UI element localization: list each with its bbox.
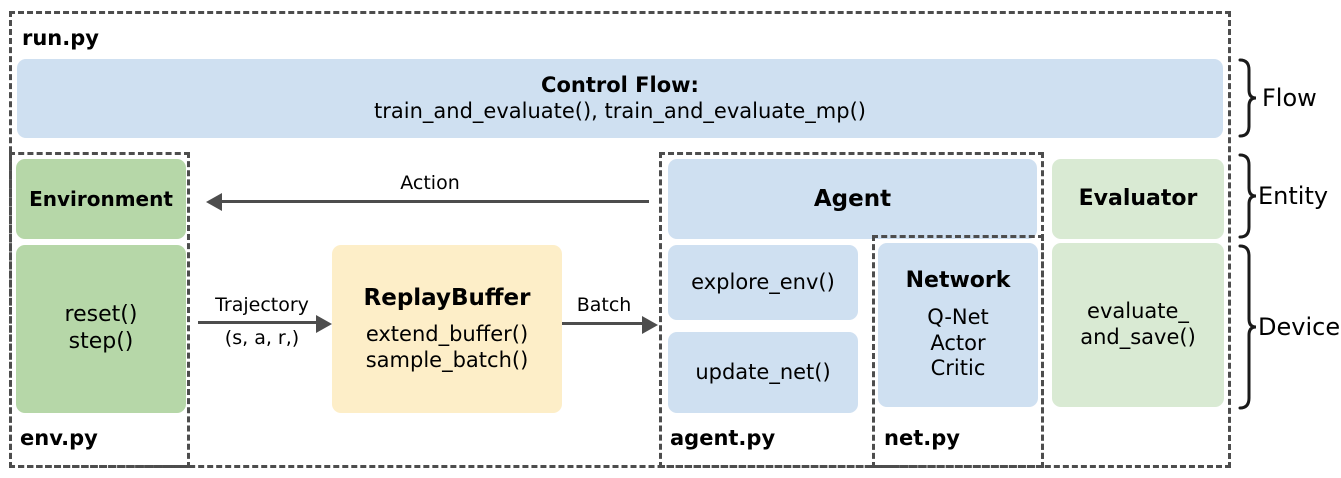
action-arrow-head: [206, 193, 222, 211]
network-box: Network Q-Net Actor Critic: [878, 243, 1038, 407]
network-item-q-net: Q-Net: [927, 305, 989, 329]
batch-arrow-line: [562, 322, 642, 325]
agent-update-net-label: update_net(): [695, 359, 831, 384]
replay-buffer-sample: sample_batch(): [365, 348, 529, 373]
agent-box: Agent: [668, 159, 1037, 239]
control-flow-title: Control Flow:: [541, 72, 699, 97]
arrow-label-trajectory: Trajectory: [215, 294, 309, 316]
group-run-py-label: run.py: [22, 26, 99, 50]
agent-update-net-box: update_net(): [668, 332, 858, 413]
arrow-label-trajectory-tuple: (s, a, r,): [224, 327, 300, 349]
brace-entity-label: Entity: [1258, 182, 1329, 210]
environment-step: step(): [68, 329, 134, 354]
agent-explore-env-label: explore_env(): [691, 269, 835, 294]
brace-flow: [1236, 57, 1258, 139]
group-env-py-label: env.py: [20, 426, 98, 450]
evaluator-methods-box: evaluate_ and_save(): [1052, 243, 1224, 407]
environment-methods-box: reset() step(): [16, 245, 186, 413]
control-flow-methods: train_and_evaluate(), train_and_evaluate…: [374, 98, 866, 123]
agent-title: Agent: [813, 185, 892, 212]
environment-box: Environment: [16, 159, 186, 239]
evaluator-box: Evaluator: [1052, 159, 1224, 239]
replay-buffer-title: ReplayBuffer: [363, 285, 531, 312]
trajectory-arrow-line: [198, 321, 316, 324]
group-net-py-label: net.py: [884, 426, 960, 450]
trajectory-arrow-head: [316, 315, 332, 333]
group-env-py: [9, 152, 190, 468]
brace-flow-label: Flow: [1262, 84, 1317, 112]
control-flow-box: Control Flow: train_and_evaluate(), trai…: [17, 59, 1223, 138]
environment-reset: reset(): [64, 302, 138, 328]
network-item-critic: Critic: [930, 356, 986, 381]
network-item-actor: Actor: [930, 330, 986, 355]
agent-explore-env-box: explore_env(): [668, 245, 858, 320]
action-arrow-line: [221, 200, 649, 203]
batch-arrow-head: [642, 316, 658, 334]
brace-device: [1236, 243, 1258, 411]
arrow-label-batch: Batch: [576, 294, 632, 316]
environment-title: Environment: [29, 186, 173, 211]
replay-buffer-extend: extend_buffer(): [365, 322, 529, 347]
evaluator-and-save-label: and_save(): [1080, 325, 1196, 349]
group-net-py: [872, 235, 1044, 468]
network-title: Network: [905, 268, 1011, 294]
group-agent-py-label: agent.py: [670, 426, 776, 450]
evaluator-title: Evaluator: [1078, 185, 1198, 211]
brace-device-label: Device: [1258, 313, 1341, 341]
replay-buffer-box: ReplayBuffer extend_buffer() sample_batc…: [332, 245, 562, 413]
brace-entity: [1236, 152, 1258, 240]
evaluator-evaluate-label: evaluate_: [1087, 299, 1189, 324]
arrow-label-action: Action: [400, 172, 460, 194]
